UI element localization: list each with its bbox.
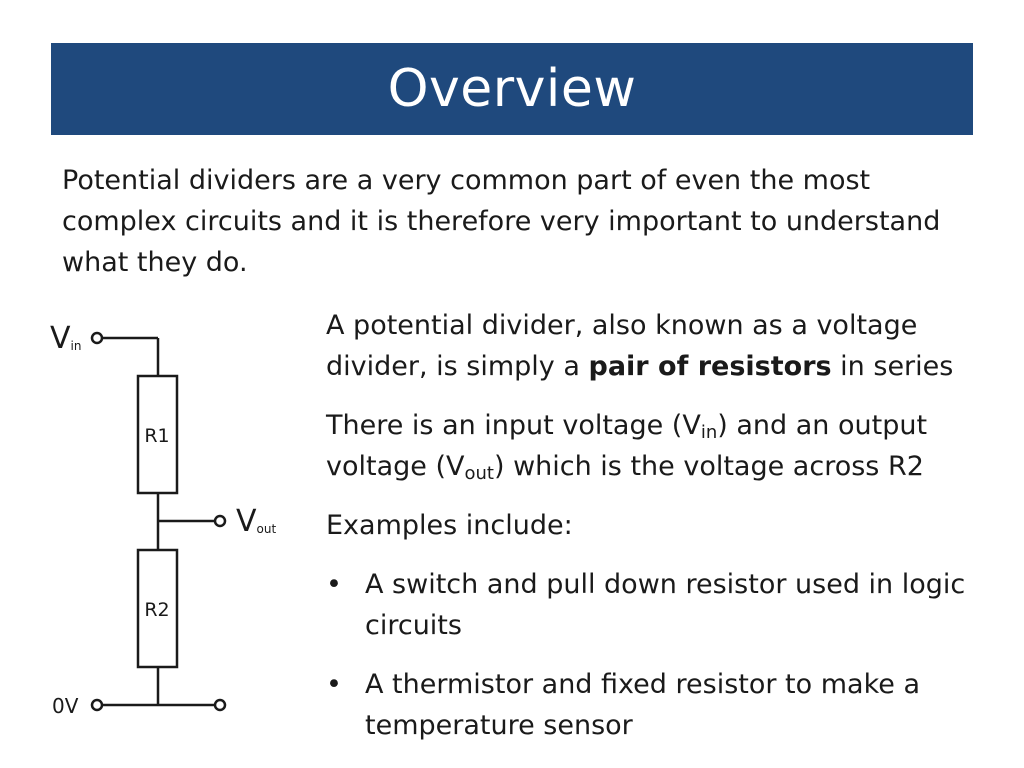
intro-paragraph: Potential dividers are a very common par…: [62, 165, 941, 278]
vout-label: Vout: [236, 504, 276, 539]
slide-title: Overview: [387, 59, 637, 119]
bullet-icon: •: [326, 669, 342, 700]
vin-label: Vin: [50, 321, 81, 356]
r1-label: R1: [144, 425, 169, 447]
ground-terminal-left: [90, 698, 104, 712]
r2-label: R2: [144, 599, 169, 621]
vin-terminal: [90, 331, 104, 345]
examples-heading: Examples include:: [326, 510, 573, 541]
resistor-r1: [136, 374, 179, 495]
pair-of-resistors-emphasis: pair of resistors: [588, 351, 832, 382]
voltage-paragraph: There is an input voltage (Vin) and an o…: [326, 410, 928, 484]
list-item: •A thermistor and fixed resistor to make…: [326, 664, 986, 746]
potential-divider-circuit: Vin R1 R2 Vout 0V: [50, 321, 276, 718]
title-bar: Overview: [51, 43, 973, 135]
ground-terminal-right: [213, 698, 227, 712]
content-column: A potential divider, also known as a vol…: [326, 305, 986, 764]
definition-paragraph: A potential divider, also known as a vol…: [326, 310, 954, 382]
ground-label: 0V: [52, 694, 79, 718]
examples-list: •A switch and pull down resistor used in…: [326, 564, 986, 746]
list-item: •A switch and pull down resistor used in…: [326, 564, 986, 646]
bullet-icon: •: [326, 569, 342, 600]
vout-terminal: [213, 514, 227, 528]
